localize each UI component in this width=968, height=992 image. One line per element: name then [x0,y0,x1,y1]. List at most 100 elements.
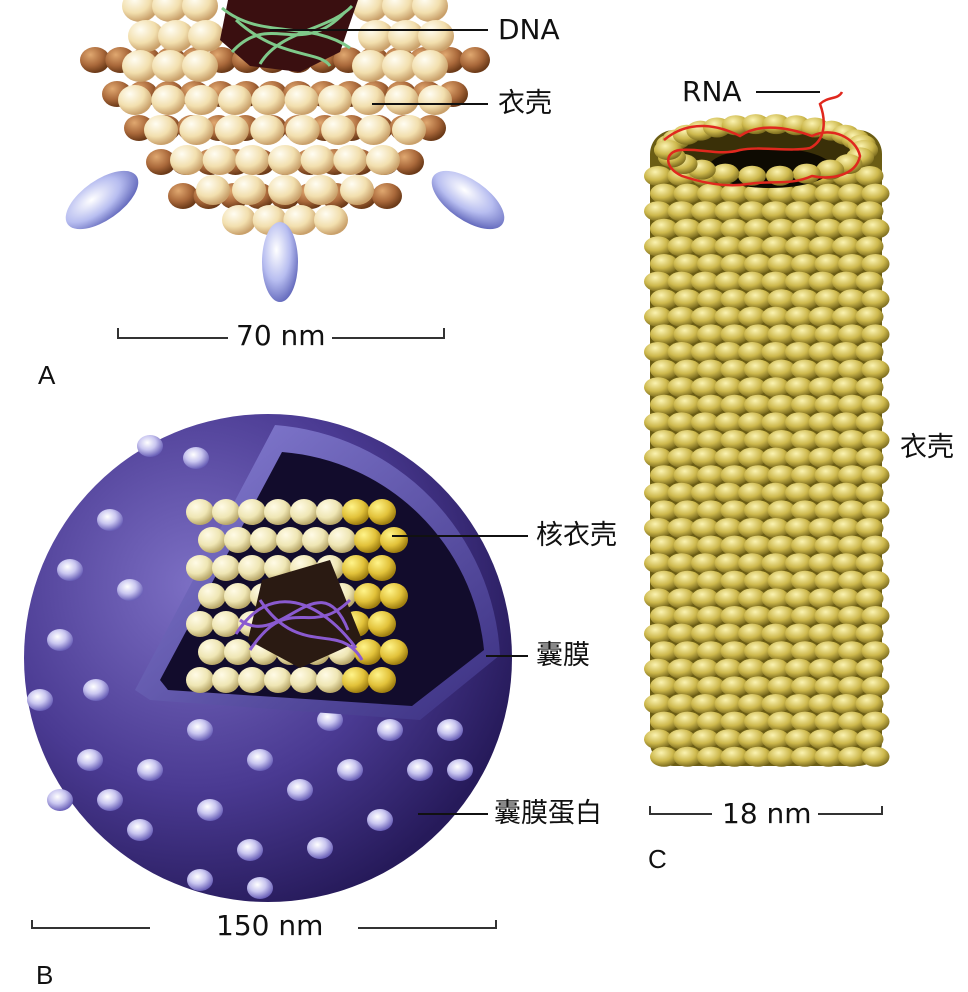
rod-capsomere [644,377,672,398]
rod-capsomere [691,518,719,538]
envelope-protein-knob [437,719,463,741]
rod-capsomere [814,289,843,310]
rod-capsomeres [644,166,890,767]
rod-capsomere [697,218,725,239]
rod-capsomere [808,553,837,574]
rod-capsomere [667,271,696,292]
capsomere [412,0,448,22]
rod-capsomere [644,729,672,750]
rod-capsomere [767,359,796,380]
rod-capsomere [744,465,772,486]
rod-capsomere [673,500,702,521]
rod-capsomere [785,377,813,398]
rod-capsomere [650,254,678,274]
rod-capsomere [838,359,866,380]
rod-capsomere [838,218,866,239]
rod-capsomere [650,606,678,626]
rod-capsomere [761,447,790,468]
rod-capsomere [832,271,860,292]
rod-capsomere [714,588,743,609]
panel-a-icosahedral-virus [65,0,505,339]
rod-capsomere [697,606,725,626]
rod-capsomere [861,676,890,697]
rod-capsomere [861,324,890,345]
rod-capsomere [814,359,843,380]
rod-capsomere [697,254,725,274]
capsomere [284,85,319,115]
capsomere [152,0,188,22]
capsomere [388,20,424,52]
rod-capsomere [714,482,743,503]
nucleocapsid-capsomere [380,527,408,553]
rod-capsomere [761,201,790,222]
rod-capsomere [861,359,890,380]
capsomere [283,205,318,235]
capsomere [80,47,110,73]
capsomere [188,20,224,52]
rod-capsomere [767,324,796,345]
rod-capsomere [691,271,719,292]
rod-capsomere [838,465,866,486]
capsomere [151,85,186,115]
nucleocapsid-capsomere [276,527,304,553]
rod-capsomere [673,746,702,767]
rod-capsomere [697,500,725,521]
nucleocapsid-capsomere [354,583,382,609]
capsomere [222,205,256,235]
rod-capsomere [855,412,884,433]
rod-capsomere [673,676,702,697]
capsomere [384,85,419,115]
nucleocapsid-capsomere [238,667,266,693]
capsomere [300,145,335,175]
envelope-protein-knob [83,679,109,701]
capsomere [182,50,218,82]
rod-capsomere [644,306,672,327]
rod-capsomere [667,729,696,750]
rod-capsomere [744,289,772,310]
envelope-protein-knob [47,789,73,811]
rod-capsomere [767,676,796,697]
capsomere [412,50,448,82]
rod-capsomere [644,342,672,362]
rod-capsomere [673,218,702,239]
rod-capsomere [855,306,884,327]
rod-capsomere [838,430,866,450]
capsomere [158,20,194,52]
rod-capsomere [744,570,772,591]
rod-capsomere [738,447,766,468]
rod-capsomere [761,412,790,433]
rod-capsomere [644,553,672,574]
rod-capsomere [720,289,749,310]
panel-b-enveloped-virus [24,414,528,929]
rod-capsomere [814,394,843,415]
nucleocapsid-capsomere [212,611,240,637]
nucleocapsid-capsomere [212,555,240,581]
rod-capsomere [667,342,696,362]
label-envelope: 囊膜 [536,640,590,671]
capsomere [235,145,270,175]
rod-capsomere [855,482,884,503]
nucleocapsid-capsomere [186,499,214,525]
rod-capsomere [808,447,837,468]
rod-capsomere [861,218,890,239]
rod-capsomere [667,518,696,538]
rod-capsomere [744,430,772,450]
rod-capsomere [855,518,884,538]
capsomere [304,175,338,205]
rod-capsomere [691,236,719,257]
rod-capsomere [644,412,672,433]
rod-capsomere [808,694,837,714]
label-nucleocapsid: 核衣壳 [536,520,617,551]
nucleocapsid-capsomere [198,527,226,553]
rod-capsomere [667,658,696,679]
rod-capsomere [814,500,843,521]
capsomere [372,183,402,209]
rod-capsomere [667,201,696,222]
rod-capsomere [691,623,719,644]
capsomere [184,85,219,115]
envelope-protein-knob [377,719,403,741]
rod-capsomere [644,166,672,186]
rod-capsomere [650,359,678,380]
rod-capsomere [697,394,725,415]
rod-capsomere [855,658,884,679]
